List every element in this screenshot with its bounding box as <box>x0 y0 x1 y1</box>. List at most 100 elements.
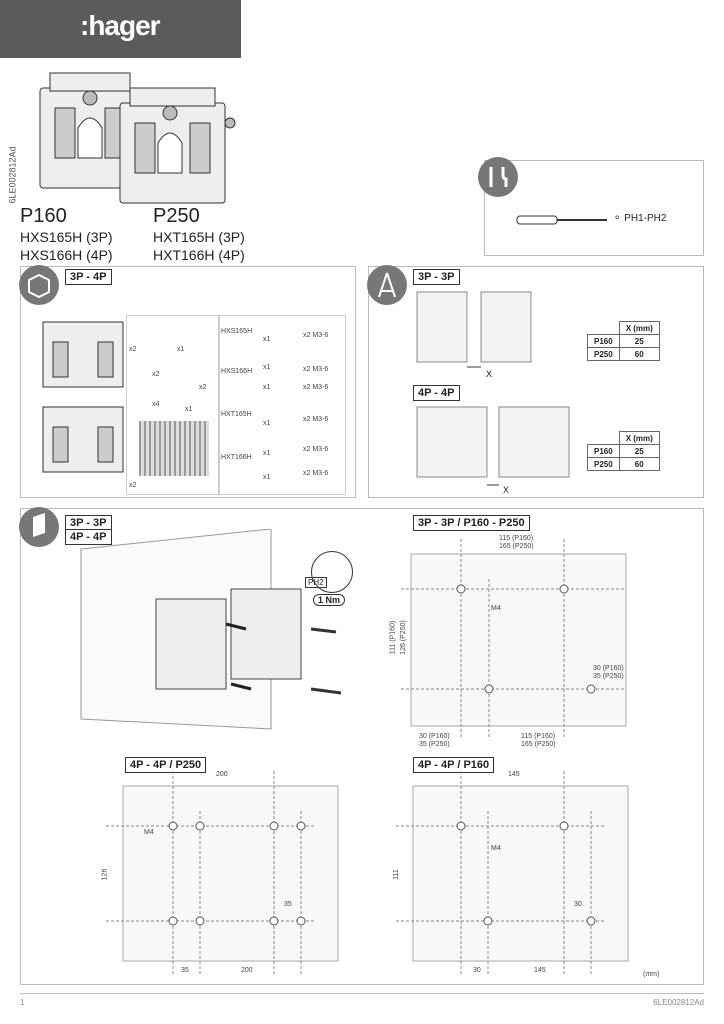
table-cell: P160 <box>587 334 620 348</box>
drill-tag-4p-p250: 4P - 4P / P250 <box>125 757 207 773</box>
dim-label: 165 (P250) <box>499 543 534 550</box>
kit-qty: x1 <box>263 384 271 391</box>
qty-label: x4 <box>152 401 160 408</box>
spacing-tag-3p: 3P - 3P <box>413 269 460 285</box>
screwdriver-size: ⚬ PH1-PH2 <box>613 213 667 224</box>
dim-label: 126 <box>101 868 109 881</box>
kit-qty: x2 M3-6 <box>303 416 329 423</box>
qty-label: x2 <box>199 384 207 391</box>
dim-label: 126 (P250) <box>399 620 407 655</box>
kit-qty: x2 M3-6 <box>303 384 329 391</box>
tool-label: PH1-PH2 <box>624 213 667 224</box>
dim-label: 35 <box>181 967 189 974</box>
spacing-diagram <box>416 291 570 486</box>
dim-label: 30 (P160) <box>593 665 624 672</box>
kit-qty: x2 M3-6 <box>303 366 329 373</box>
dim-label: 35 <box>284 901 292 908</box>
dim-label: 111 (P160) <box>389 620 397 655</box>
dim-label: 30 <box>473 967 481 974</box>
qty-label: x2 <box>129 346 137 353</box>
kit-qty: x2 M3-6 <box>303 332 329 339</box>
footer-divider <box>20 993 704 994</box>
torque-value: 1 Nm <box>313 594 346 606</box>
qty-label: x2 <box>152 371 160 378</box>
label-sheet <box>139 421 209 476</box>
dim-label: 200 <box>216 771 228 778</box>
page-number: 1 <box>20 998 25 1007</box>
product-p250: P250 HXT165H (3P) HXT166H (4P) <box>153 205 245 264</box>
compass-icon <box>367 265 407 305</box>
x-label: X <box>503 485 510 495</box>
kit-ref: HXT165H <box>221 411 252 418</box>
box-icon <box>19 265 59 305</box>
drill-template-3p <box>401 539 627 739</box>
x-label: X <box>486 369 493 379</box>
mounting-illustration <box>80 529 342 730</box>
m4-label: M4 <box>491 845 501 852</box>
dim-label: 165 (P250) <box>521 741 556 748</box>
side-document-code: 6LE002812Ad <box>7 146 18 204</box>
dim-label: 145 <box>534 967 546 974</box>
kit-ref: HXT166H <box>221 454 252 461</box>
mount-tag-4p: 4P - 4P <box>65 529 112 545</box>
kit-product-images <box>42 321 124 473</box>
table-header: X (mm) <box>618 321 660 335</box>
drill-tag-3p: 3P - 3P / P160 - P250 <box>413 515 530 531</box>
tools-icon <box>478 157 518 197</box>
kit-ref: HXS166H <box>221 368 253 375</box>
product-ref: HXT166H (4P) <box>153 247 245 263</box>
table-cell: P160 <box>587 444 620 458</box>
table-cell: 25 <box>618 334 660 348</box>
footer-code: 6LE002812Ad <box>653 998 704 1007</box>
m4-label: M4 <box>144 829 154 836</box>
screwdriver-icon <box>516 215 607 225</box>
kit-accessories: x2 x1 x2 x4 x1 x2 x2 <box>126 315 220 495</box>
kit-qty: x2 M3-6 <box>303 446 329 453</box>
kit-qty: x1 <box>263 336 271 343</box>
table-cell: P250 <box>587 347 620 361</box>
kit-reference-table: HXS165H x1 x2 M3-6 HXS166H x1 x2 M3-6 x1… <box>218 315 346 495</box>
table-cell: 60 <box>618 347 660 361</box>
qty-label: x1 <box>177 346 185 353</box>
dim-label: 115 (P160) <box>499 535 534 542</box>
product-title: P250 <box>153 205 200 227</box>
torque-badge <box>311 551 353 593</box>
mounting-icon <box>19 507 59 547</box>
drill-template-4p-p160 <box>396 771 629 976</box>
hager-logo: :hager <box>80 10 161 41</box>
table-cell: P250 <box>587 457 620 471</box>
dim-label: 35 (P250) <box>419 741 450 748</box>
installation-panel: 3P - 3P 4P - 4P PH2 1 Nm 3P - 3P / P160 … <box>19 507 704 985</box>
dim-label: 145 <box>508 771 520 778</box>
kit-tag: 3P - 4P <box>65 269 112 285</box>
drill-tag-4p-p160: 4P - 4P / P160 <box>413 757 495 773</box>
dim-label: 30 <box>574 901 582 908</box>
spacing-tag-4p: 4P - 4P <box>413 385 460 401</box>
unit-label: (mm) <box>643 971 660 978</box>
table-header: X (mm) <box>618 431 660 445</box>
dim-label: 35 (P250) <box>593 673 624 680</box>
kit-qty: x1 <box>263 450 271 457</box>
dim-label: 115 (P160) <box>521 733 556 740</box>
product-p160: P160 HXS165H (3P) HXS166H (4P) <box>20 205 113 264</box>
kit-qty: x1 <box>263 420 271 427</box>
mount-tag-3p: 3P - 3P <box>65 515 112 531</box>
table-cell: 60 <box>618 457 660 471</box>
product-ref: HXS165H (3P) <box>20 229 113 245</box>
product-ref: HXS166H (4P) <box>20 247 113 263</box>
product-illustration <box>39 72 236 204</box>
kit-qty: x1 <box>263 364 271 371</box>
qty-label: x1 <box>185 406 193 413</box>
brand-header: :hager <box>0 0 241 58</box>
dim-label: 30 (P160) <box>419 733 450 740</box>
m4-label: M4 <box>491 605 501 612</box>
screw-type: PH2 <box>305 577 327 588</box>
dim-label: 200 <box>241 967 253 974</box>
drill-template-4p-p250 <box>106 771 339 976</box>
kit-qty: x1 <box>263 474 271 481</box>
kit-panel: 3P - 4P x2 x1 x2 x4 x1 x2 x2 HXS165H x1 … <box>19 265 356 498</box>
tools-panel: ⚬ PH1-PH2 <box>478 157 704 256</box>
